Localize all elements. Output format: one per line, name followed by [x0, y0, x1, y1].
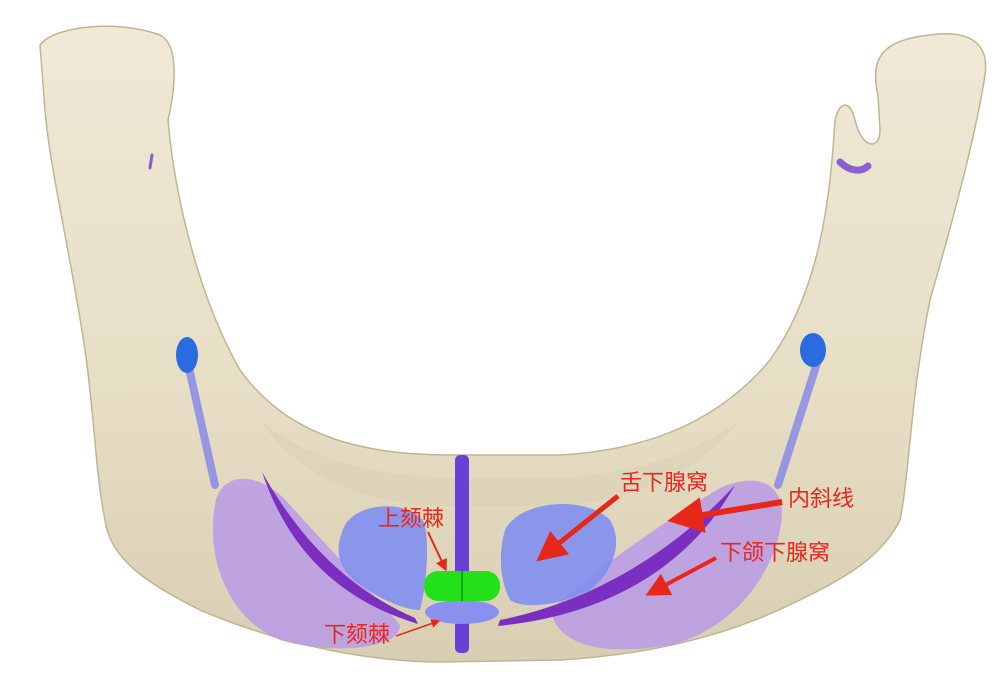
mylohyoid-groove-right: [774, 356, 822, 489]
coronoid-notch-mark: [836, 158, 872, 174]
submandibular-fossa-left: [212, 478, 400, 649]
label-inferior-genial-spine: 下颏棘: [324, 623, 391, 648]
arrow-inferior-genial-spine: [395, 619, 441, 637]
mylohyoid-groove-left: [181, 346, 219, 489]
mandibular-foramen-right: [800, 333, 826, 367]
lingula-mark-left: [148, 153, 154, 170]
label-superior-genial-spine: 上颏棘: [378, 507, 445, 532]
arrow-sublingual-fossa: [536, 494, 620, 562]
inferior-genial-spine: [425, 600, 499, 624]
submandibular-fossa-right: [550, 480, 782, 650]
bone-inner-shadow: [260, 420, 740, 506]
label-mylohyoid-line: 内斜线: [788, 487, 855, 512]
arrow-submandibular-fossa: [645, 556, 717, 596]
arrow-mylohyoid-line: [667, 497, 783, 533]
mandibular-foramen-left: [176, 337, 198, 373]
label-submandibular-fossa: 下颌下腺窝: [720, 541, 831, 566]
label-sublingual-fossa: 舌下腺窝: [620, 471, 709, 496]
arrow-superior-genial-spine: [427, 531, 447, 572]
sublingual-fossa-left: [338, 506, 428, 610]
